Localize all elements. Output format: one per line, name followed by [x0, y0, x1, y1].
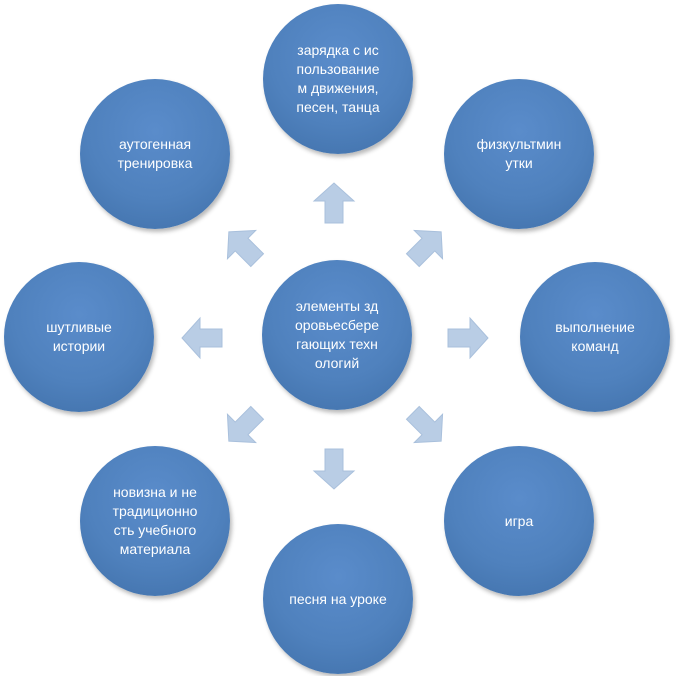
node-stories-label: шутливые истории	[46, 319, 112, 354]
center-node: элементы здоровьесберегающих технологий	[262, 260, 412, 410]
node-game: игра	[444, 446, 594, 596]
node-commands-label: выполнение команд	[555, 319, 635, 354]
node-stories: шутливые истории	[4, 262, 154, 412]
arrow-left-icon	[180, 316, 224, 360]
node-song-label: песня на уроке	[289, 590, 387, 607]
arrow-up-left-icon	[221, 224, 265, 268]
arrow-up-icon	[312, 181, 356, 225]
arrow-up-right-icon	[405, 224, 449, 268]
node-autogenic-label: аутогенная тренировка	[117, 136, 193, 171]
node-autogenic: аутогенная тренировка	[80, 79, 230, 229]
arrow-down-left-icon	[221, 405, 265, 449]
node-commands: выполнение команд	[520, 262, 670, 412]
node-physminute: физкультминутки	[444, 79, 594, 229]
arrow-down-icon	[312, 447, 356, 491]
node-game-label: игра	[504, 512, 534, 529]
arrow-down-right-icon	[405, 405, 449, 449]
node-song: песня на уроке	[263, 524, 413, 674]
arrow-right-icon	[446, 316, 490, 360]
node-novelty-label: новизна и нетрадиционность учебного мате…	[112, 484, 198, 557]
center-node-label: элементы здоровьесберегающих технологий	[294, 298, 380, 371]
node-exercise: зарядка с использованием движения, песен…	[263, 4, 413, 154]
node-exercise-label: зарядка с использованием движения, песен…	[296, 42, 380, 115]
node-physminute-label: физкультминутки	[476, 136, 562, 171]
node-novelty: новизна и нетрадиционность учебного мате…	[80, 446, 230, 596]
